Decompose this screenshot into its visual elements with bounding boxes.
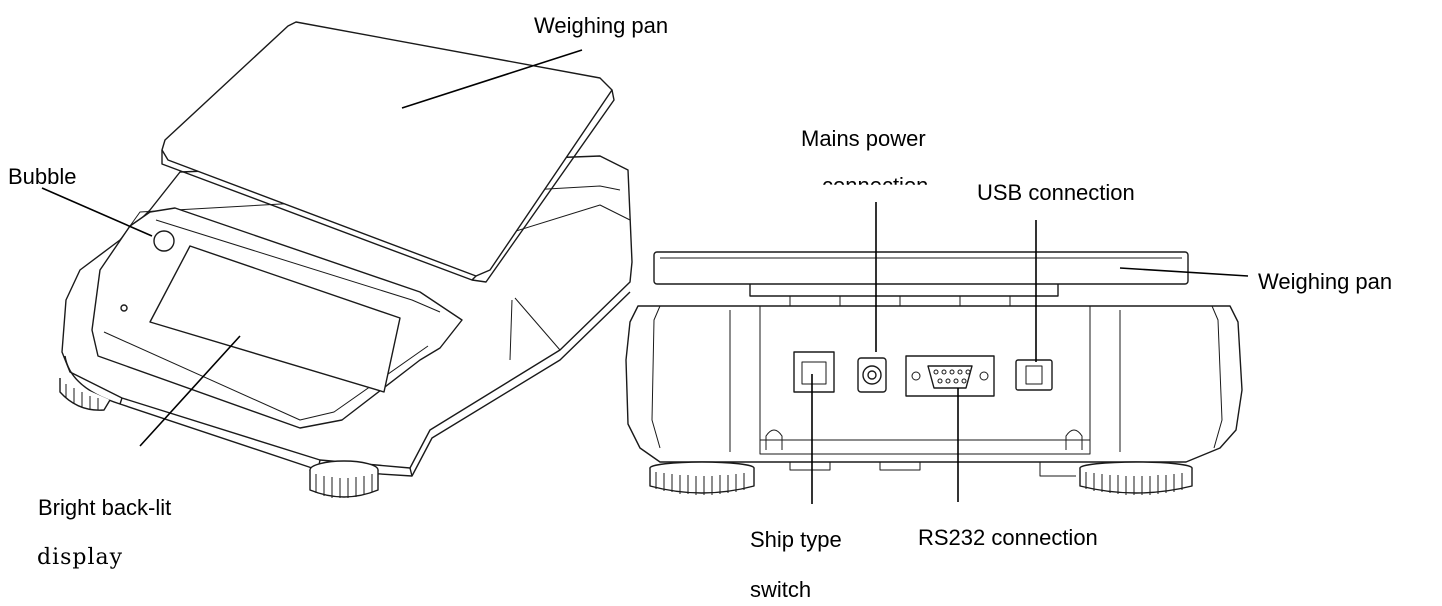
lcd-window — [149, 245, 401, 393]
label-display-line1: Bright back-lit — [38, 495, 172, 520]
weighing-pan-top — [161, 21, 613, 277]
label-mains-power-line1: Mains power — [801, 126, 926, 151]
scale-rear-view — [625, 251, 1243, 495]
front-left-foot — [59, 378, 111, 411]
leader-lines — [41, 49, 1249, 504]
front-right-foot — [309, 460, 379, 498]
leader-weighing-pan-top — [401, 49, 583, 109]
label-bubble: Bubble — [8, 164, 77, 189]
label-rs232-connection: RS232 connection — [918, 525, 1098, 550]
bubble-level — [153, 230, 175, 252]
weighing-pan-side — [653, 251, 1189, 285]
leader-bubble — [41, 187, 153, 237]
scale-perspective-view — [59, 21, 633, 498]
leader-display — [139, 335, 241, 447]
label-weighing-pan-right: Weighing pan — [1258, 269, 1393, 294]
leader-weighing-pan-right — [1119, 267, 1249, 277]
label-weighing-pan-top: Weighing pan — [534, 13, 669, 38]
label-display-line2: display — [37, 545, 124, 570]
label-ship-type-line1: Ship type — [750, 527, 842, 552]
rs232-port — [905, 355, 995, 397]
rear-left-foot — [649, 461, 755, 495]
label-mains-power-line2: connection — [822, 173, 929, 198]
usb-port — [1015, 359, 1053, 391]
rear-right-foot — [1079, 461, 1193, 495]
label-ship-type-line2: switch — [750, 577, 812, 602]
label-usb-connection: USB connection — [977, 180, 1135, 205]
